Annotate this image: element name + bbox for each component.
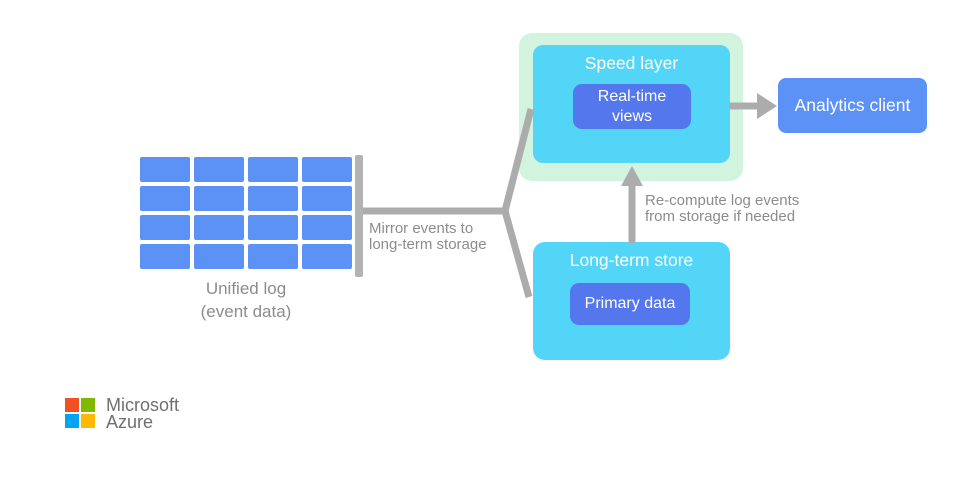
brand-text-azure: Azure <box>106 412 154 432</box>
realtime-views-label-line2: views <box>611 107 652 125</box>
log-grid-cell <box>302 215 352 240</box>
microsoft-logo-square-blue <box>65 414 79 428</box>
recompute-arrow-label-line2: from storage if needed <box>645 208 796 225</box>
log-grid-cell <box>248 186 298 211</box>
log-grid-cell <box>140 186 190 211</box>
primary-data-label: Primary data <box>584 295 676 312</box>
unified-log-grid <box>140 157 352 269</box>
log-grid-cell <box>194 186 244 211</box>
analytics-arrowhead-icon <box>757 93 777 119</box>
log-grid-cell <box>194 244 244 269</box>
long-term-store-title: Long-term store <box>569 250 694 270</box>
realtime-views-label-line1: Real-time <box>597 87 667 105</box>
recompute-arrow-label-line1: Re-compute log events <box>645 192 800 209</box>
recompute-arrow-label: Re-compute log events from storage if ne… <box>645 193 799 225</box>
log-grid-cell <box>248 157 298 182</box>
log-grid-cell <box>248 215 298 240</box>
log-grid-cell <box>140 157 190 182</box>
log-grid-cell <box>302 186 352 211</box>
speed-layer-box: Speed layer Real-time views <box>533 45 730 163</box>
unified-log-caption-line2: (event data) <box>200 302 292 321</box>
speed-layer-panel: Speed layer Real-time views <box>519 33 743 181</box>
log-grid-cell <box>302 244 352 269</box>
mirror-connector-label-line2: long-term storage <box>369 236 487 253</box>
microsoft-logo-square-green <box>81 398 95 412</box>
log-grid-cell <box>248 244 298 269</box>
azure-brand: Microsoft Azure <box>65 395 180 432</box>
unified-log-caption-line1: Unified log <box>205 279 287 298</box>
mirror-connector-label: Mirror events to long-term storage <box>369 221 487 253</box>
analytics-client-box: Analytics client <box>778 78 927 133</box>
microsoft-logo-icon <box>65 398 95 428</box>
unified-log-caption: Unified log (event data) <box>140 277 352 323</box>
analytics-client-label: Analytics client <box>794 95 911 115</box>
long-term-store-box: Long-term store Primary data <box>533 242 730 360</box>
speed-layer-title: Speed layer <box>584 53 679 73</box>
log-grid-cell <box>302 157 352 182</box>
log-grid-cell <box>140 215 190 240</box>
mirror-fork-connector <box>363 108 535 298</box>
log-grid-cell <box>194 215 244 240</box>
mirror-connector-label-line1: Mirror events to <box>369 220 474 237</box>
microsoft-logo-square-red <box>65 398 79 412</box>
primary-data-box: Primary data <box>570 283 690 325</box>
azure-brand-text: Microsoft Azure <box>106 395 180 432</box>
microsoft-logo-square-yellow <box>81 414 95 428</box>
log-grid-cell <box>194 157 244 182</box>
log-end-bar <box>355 155 363 277</box>
log-grid-cell <box>140 244 190 269</box>
realtime-views-box: Real-time views <box>573 84 691 129</box>
brand-text-microsoft: Microsoft <box>106 395 180 415</box>
